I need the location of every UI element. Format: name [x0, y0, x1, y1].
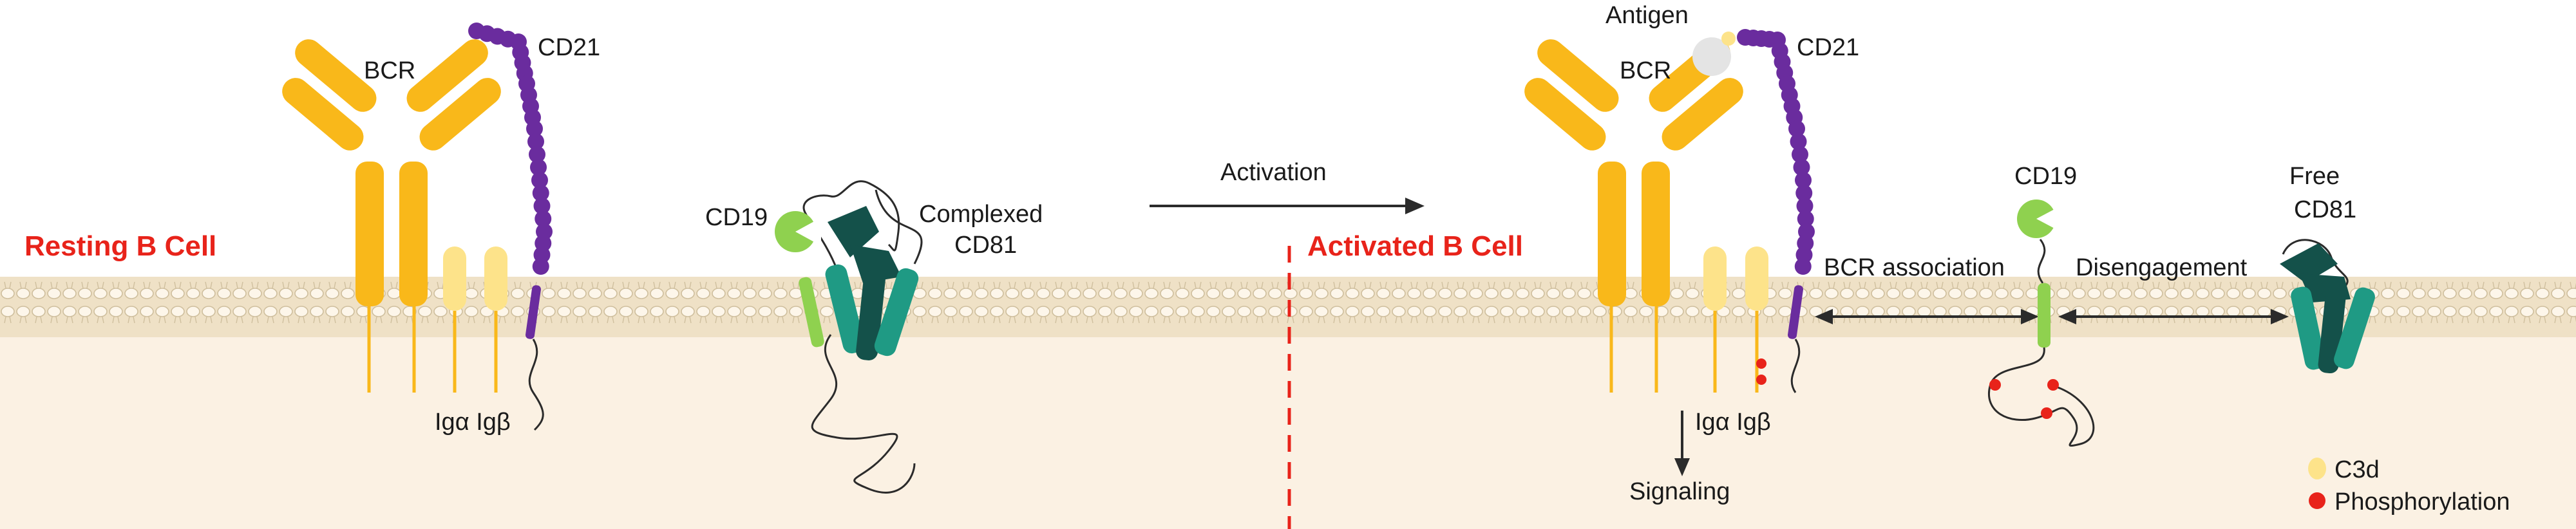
cd21-bead — [1797, 210, 1814, 227]
complexed-cd81-label-1: Complexed — [919, 201, 1043, 228]
bcr-right-label: BCR — [1620, 57, 1671, 84]
cd21-bead — [1796, 198, 1814, 214]
bcr-association-arrow — [1815, 309, 2039, 324]
signaling-label: Signaling — [1629, 478, 1730, 505]
cd21-bead — [1795, 185, 1813, 201]
legend-c3d-swatch — [2308, 458, 2326, 479]
ig-right-label: Igα Igβ — [1695, 409, 1771, 436]
cd21-bead — [526, 120, 543, 137]
bcr-association-label: BCR association — [1824, 254, 2005, 281]
cd21-left-label: CD21 — [538, 34, 600, 61]
cd21-bead — [1790, 133, 1807, 150]
ig-right — [1703, 246, 1768, 393]
cd21-left-tail — [528, 339, 544, 431]
cd21-left — [468, 23, 553, 275]
cd21-bead — [1794, 258, 1812, 275]
cd21-bead — [532, 258, 549, 275]
cd19-left-label: CD19 — [705, 204, 768, 231]
ig-left — [443, 246, 507, 393]
free-cd81-label-2: CD81 — [2294, 196, 2356, 223]
cd21-right-tail — [1790, 339, 1801, 393]
resting-cell-label: Resting B Cell — [24, 230, 216, 262]
cd21-bead — [529, 146, 545, 163]
cd21-bead — [1788, 120, 1805, 137]
cd21-bead — [535, 210, 552, 227]
ig-left-label: Igα Igβ — [435, 409, 511, 436]
cd21-right — [1737, 29, 1815, 275]
cd21-bead — [1793, 159, 1810, 176]
cd19-right-label: CD19 — [2014, 163, 2077, 190]
legend-phospho-swatch — [2309, 492, 2325, 509]
activated-cell-label: Activated B Cell — [1307, 230, 1523, 262]
activation-label: Activation — [1220, 159, 1327, 186]
cd19-right — [1988, 200, 2095, 447]
cd21-right-tm — [1787, 285, 1804, 339]
cd21-bead — [531, 172, 548, 189]
cd21-right-label: CD21 — [1797, 34, 1859, 61]
legend: C3d Phosphorylation — [2308, 456, 2510, 515]
disengagement-label: Disengagement — [2076, 254, 2248, 281]
free-cd81-label-1: Free — [2289, 163, 2340, 190]
cd21-bead — [1795, 172, 1812, 189]
bcr-left-label: BCR — [364, 57, 415, 84]
legend-phospho-label: Phosphorylation — [2334, 488, 2510, 515]
cd21-bead — [533, 198, 551, 214]
legend-c3d-label: C3d — [2334, 456, 2380, 483]
antigen-icon — [1692, 32, 1736, 76]
signaling-arrow — [1674, 411, 1690, 476]
cd21-bead — [532, 185, 549, 201]
activation-arrow — [1150, 198, 1425, 214]
cd21-bead — [527, 133, 544, 150]
complexed-cd81-label-2: CD81 — [954, 232, 1017, 259]
disengagement-arrow — [2058, 309, 2289, 324]
cd19-cd81-complex-left — [775, 180, 923, 494]
cd21-bead — [530, 159, 547, 176]
cd21-left-tm — [525, 285, 542, 339]
antigen-label: Antigen — [1605, 2, 1689, 29]
bcr-left — [282, 39, 501, 393]
cd21-bead — [1792, 146, 1808, 163]
free-cd81-right — [2280, 239, 2375, 374]
